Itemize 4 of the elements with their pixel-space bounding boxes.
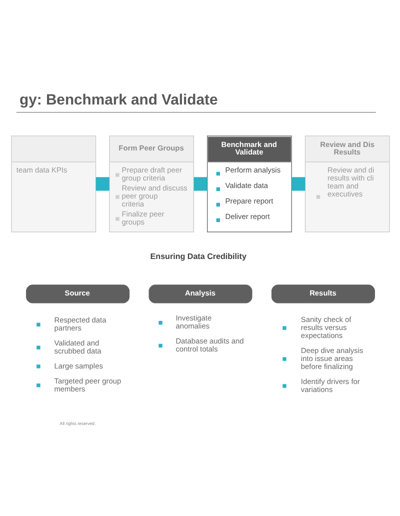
diagram-title: gy: Benchmark and Validate	[19, 92, 218, 108]
connector	[95, 177, 109, 191]
connector	[193, 177, 207, 191]
connector	[291, 177, 305, 191]
